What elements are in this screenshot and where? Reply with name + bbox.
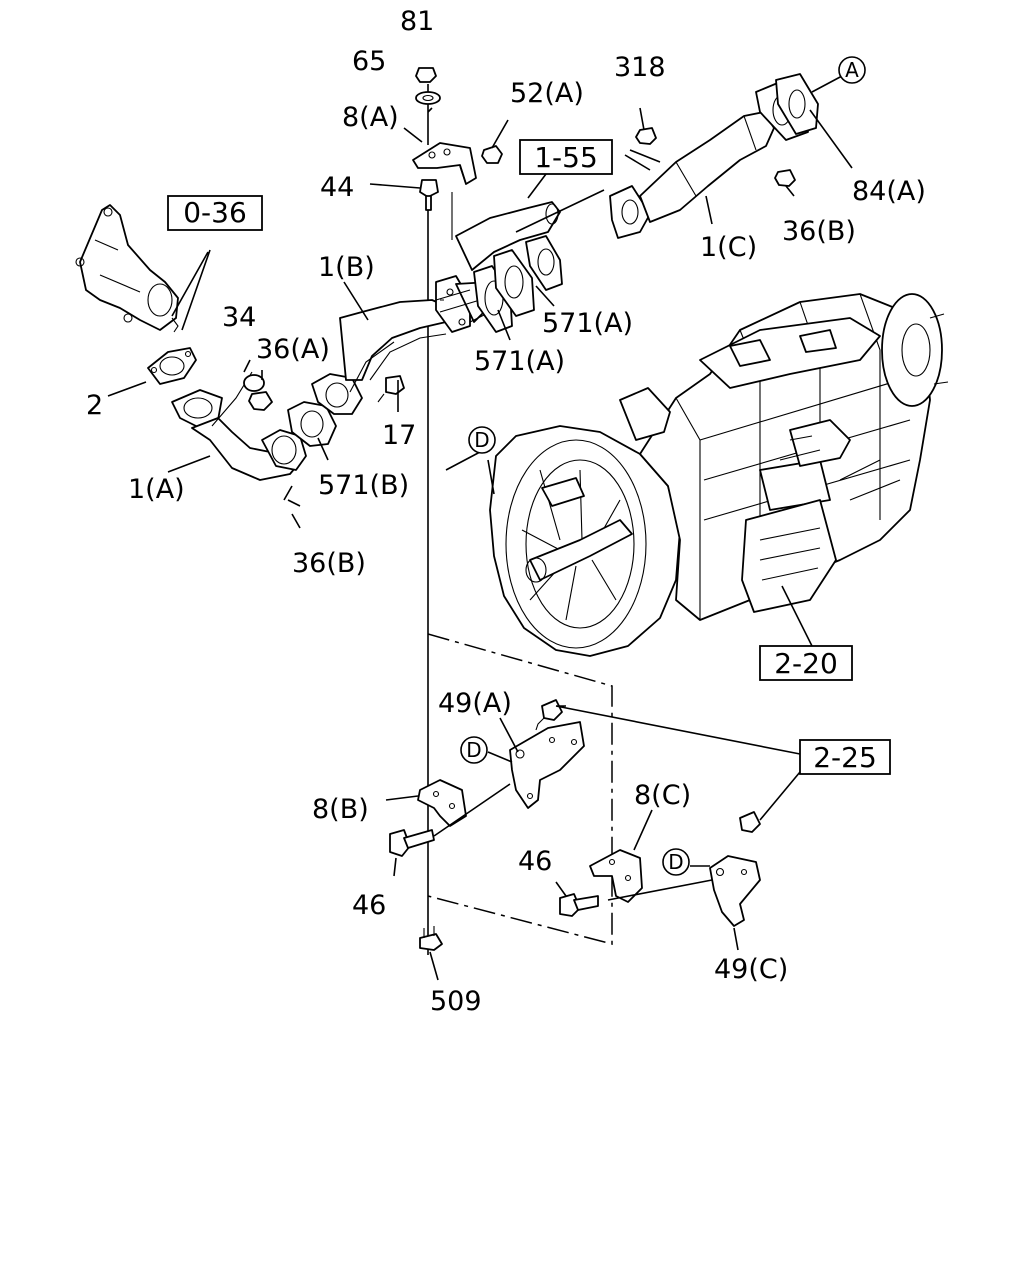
bolt-46-mid <box>559 893 599 917</box>
bracket-49a <box>509 721 585 809</box>
svg-text:A: A <box>845 58 859 82</box>
callout-81: 81 <box>400 6 434 37</box>
circled-d-right: D <box>662 848 690 876</box>
circled-d-transmission: D <box>468 426 496 454</box>
gasket-571a-upper <box>493 235 563 317</box>
callout-84a: 84(A) <box>852 176 926 207</box>
callout-46-mid: 46 <box>518 846 552 877</box>
callout-36a: 36(A) <box>256 334 330 365</box>
exhaust-pipe-1b <box>339 299 447 393</box>
callout-34: 34 <box>222 302 256 333</box>
callout-8c: 8(C) <box>634 780 691 811</box>
callout-49a: 49(A) <box>438 688 512 719</box>
washer-34 <box>243 374 265 392</box>
gasket-84a <box>775 73 819 135</box>
clip-509 <box>419 926 443 951</box>
callout-509: 509 <box>430 986 482 1017</box>
bolt-49a-top <box>535 699 563 731</box>
bracket-49c <box>709 855 761 927</box>
callout-36b-top: 36(B) <box>782 216 856 247</box>
svg-text:D: D <box>474 428 489 452</box>
nut-318 <box>635 127 657 145</box>
bracket-8a <box>412 142 477 185</box>
callout-1c: 1(C) <box>700 232 757 263</box>
bolt-44 <box>419 179 439 211</box>
callout-1b: 1(B) <box>318 252 375 283</box>
circled-d-left: D <box>460 736 488 764</box>
ref-label-1-55: 1-55 <box>534 141 598 174</box>
callout-65: 65 <box>352 46 386 77</box>
transmission-assembly <box>489 293 949 657</box>
callout-571a-upper: 571(A) <box>542 308 633 339</box>
svg-text:D: D <box>466 738 481 762</box>
callout-17: 17 <box>382 420 416 451</box>
nut-36b-top <box>774 169 796 187</box>
circled-a-top: A <box>838 56 866 84</box>
callout-2: 2 <box>86 390 103 421</box>
bolt-46-left <box>389 829 435 857</box>
ref-box-1-55[interactable]: 1-55 <box>519 139 613 175</box>
exhaust-pipe-1a <box>171 371 307 481</box>
callout-1a: 1(A) <box>128 474 185 505</box>
nut-52a <box>481 145 503 164</box>
ref-box-0-36[interactable]: 0-36 <box>167 195 263 231</box>
callout-36b-bottom: 36(B) <box>292 548 366 579</box>
callout-318: 318 <box>614 52 666 83</box>
pipe-section-1-55 <box>455 201 561 271</box>
callout-46-left: 46 <box>352 890 386 921</box>
svg-text:D: D <box>668 850 683 874</box>
nut-81 <box>415 67 437 83</box>
ref-label-0-36: 0-36 <box>183 196 247 229</box>
bracket-8c <box>589 849 643 903</box>
callout-8a: 8(A) <box>342 102 399 133</box>
ref-label-2-20: 2-20 <box>774 647 838 680</box>
washer-65 <box>415 91 441 105</box>
callout-571a-lower: 571(A) <box>474 346 565 377</box>
assembly-boundary-line <box>427 633 613 945</box>
nut-36a <box>248 391 273 411</box>
callout-49c: 49(C) <box>714 954 788 985</box>
ref-box-2-25[interactable]: 2-25 <box>799 739 891 775</box>
gasket-2 <box>147 347 197 385</box>
bolt-49c-top <box>739 811 761 833</box>
bolt-17 <box>377 375 405 403</box>
callout-44: 44 <box>320 172 354 203</box>
callout-8b: 8(B) <box>312 794 369 825</box>
gasket-571b <box>287 373 363 447</box>
callout-52a: 52(A) <box>510 78 584 109</box>
ref-label-2-25: 2-25 <box>813 741 877 774</box>
ref-box-2-20[interactable]: 2-20 <box>759 645 853 681</box>
exhaust-manifold <box>75 204 179 333</box>
callout-571b: 571(B) <box>318 470 409 501</box>
